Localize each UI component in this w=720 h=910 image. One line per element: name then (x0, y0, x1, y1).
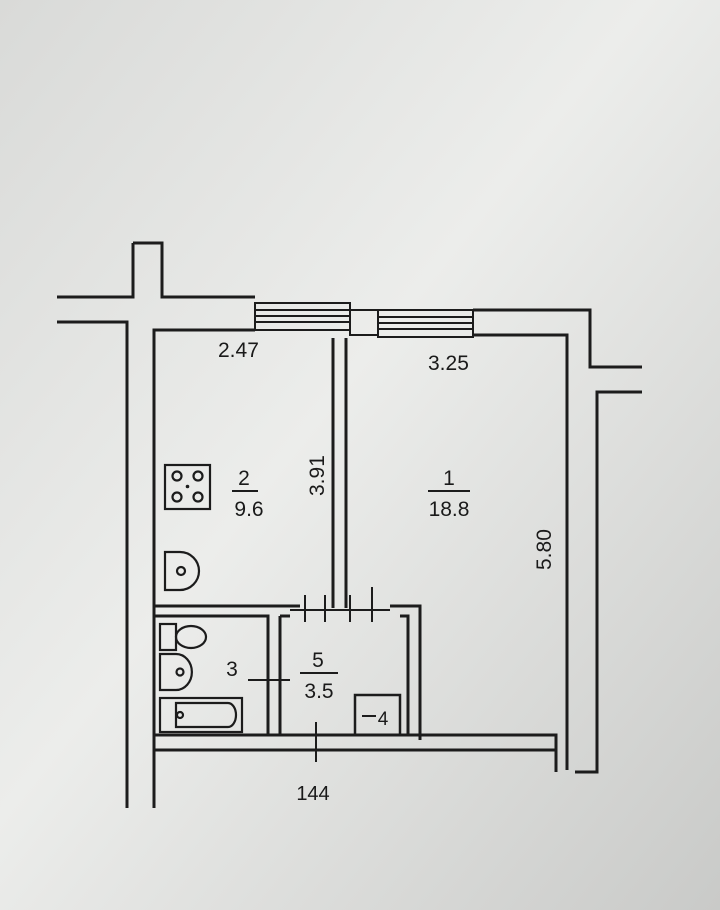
sink-icon (163, 550, 201, 592)
room-5-area: 3.5 (304, 680, 333, 703)
room-1-number: 1 (443, 467, 455, 490)
window-right (377, 309, 474, 338)
bathtub-icon (158, 696, 244, 734)
window-left (254, 302, 351, 331)
dim-room1-width: 3.25 (428, 352, 469, 375)
dim-room2-depth: 3.91 (306, 455, 329, 496)
room-2-area: 9.6 (234, 498, 263, 521)
washbasin-icon (158, 652, 193, 692)
room-2-number: 2 (238, 467, 250, 490)
room-5-number: 5 (312, 649, 324, 672)
room-1-area: 18.8 (429, 498, 470, 521)
partition-wall (331, 338, 348, 608)
dim-room1-depth: 5.80 (533, 529, 556, 570)
room-3-number: 3 (226, 658, 238, 681)
stove-icon (163, 463, 212, 511)
exterior-walls (57, 241, 642, 808)
dim-room2-width: 2.47 (218, 339, 259, 362)
room-4-number: 4 (378, 709, 389, 730)
dim-entry: 144 (296, 783, 329, 805)
interior-walls (154, 587, 422, 762)
toilet-icon (158, 622, 208, 652)
